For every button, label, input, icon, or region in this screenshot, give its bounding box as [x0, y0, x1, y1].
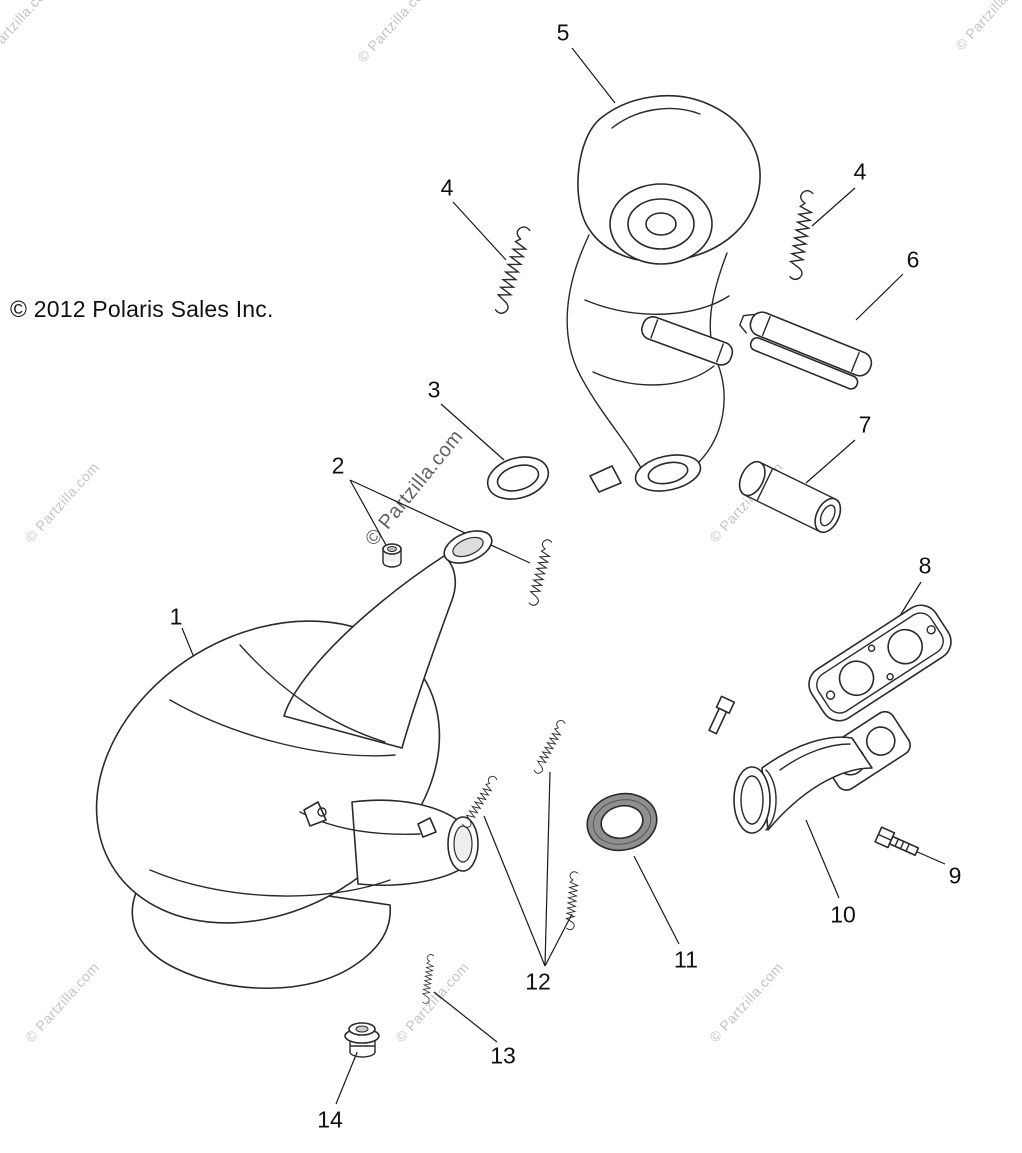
callout-13: 13: [490, 1042, 516, 1069]
part-1-muffler: [95, 530, 493, 990]
callout-3: 3: [427, 376, 441, 403]
spring-part-12a: [531, 718, 568, 776]
copyright-text: © 2012 Polaris Sales Inc.: [10, 296, 274, 322]
spring-part-4a: [491, 224, 535, 316]
callout-12: 12: [525, 968, 551, 995]
callout-5: 5: [556, 19, 570, 46]
spring-part-12c: [563, 870, 581, 931]
part-14-plug: [344, 1022, 380, 1058]
attached-heat-shield: [641, 316, 734, 366]
callout-1: 1: [169, 603, 183, 630]
callout-14: 14: [317, 1106, 343, 1133]
part-3-gasket-ring: [486, 456, 550, 500]
part-2-mount-bushing: [382, 543, 402, 568]
spring-part-2: [525, 538, 555, 607]
callout-8: 8: [918, 552, 932, 579]
part-6-shield-rail: [739, 311, 873, 390]
callout-4-right: 4: [853, 158, 867, 185]
exhaust-springs: [420, 188, 818, 1005]
manifold-bolt-icon: [708, 695, 736, 735]
part-8-gasket: [808, 604, 952, 722]
part-7-coupler: [738, 460, 842, 534]
spring-part-13: [420, 953, 436, 1005]
callout-9: 9: [948, 862, 962, 889]
callout-4-left: 4: [440, 174, 454, 201]
spring-part-4b: [785, 188, 818, 282]
callout-11: 11: [674, 946, 698, 973]
part-10-manifold: [708, 695, 911, 834]
callout-10: 10: [830, 901, 856, 928]
part-9-bolt: [874, 826, 920, 857]
part-11-seal: [586, 792, 658, 852]
callout-7: 7: [858, 411, 872, 438]
part-5-silencer-assembly: [566, 94, 761, 493]
callout-6: 6: [906, 246, 920, 273]
callout-2: 2: [331, 452, 345, 479]
